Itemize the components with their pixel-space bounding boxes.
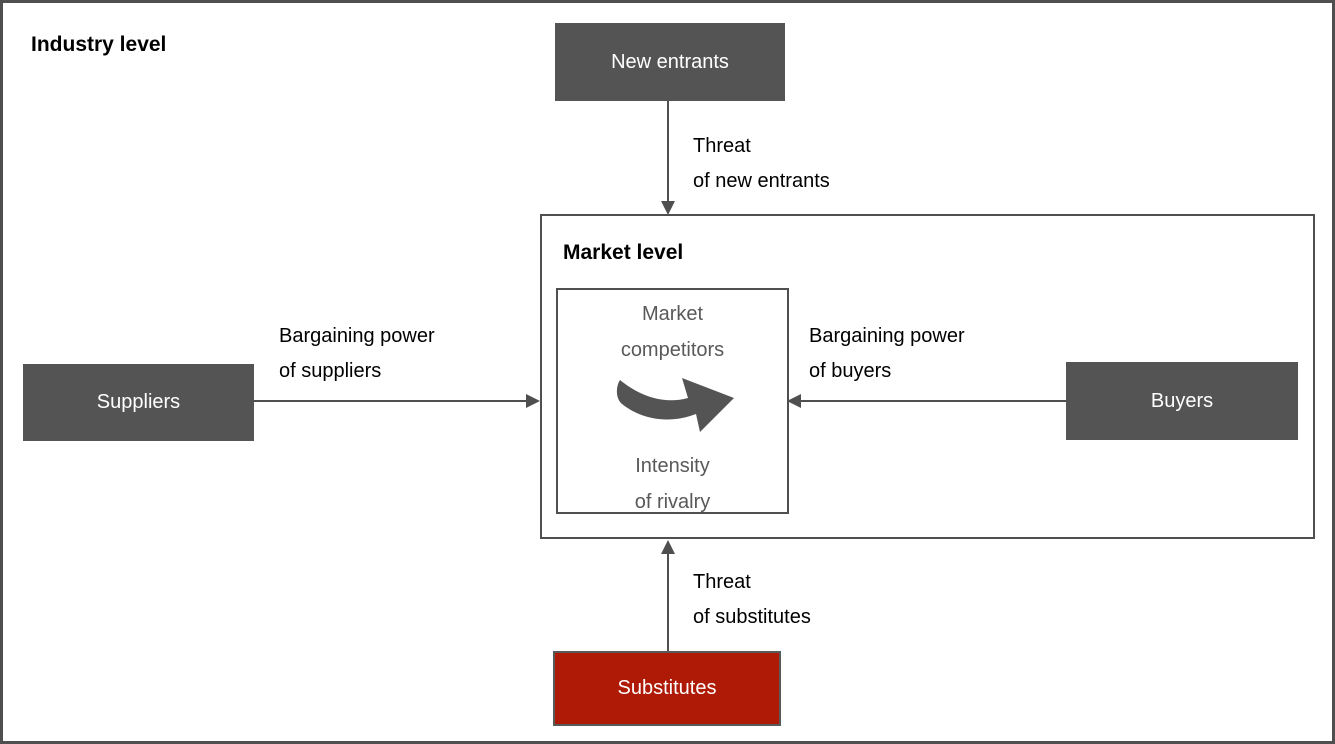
threat-of-new-entrants-label: Threat of new entrants [693, 135, 830, 192]
arrow-line [667, 554, 669, 651]
arrow-head-down-icon [661, 201, 675, 215]
substitutes-node-label: Substitutes [617, 677, 717, 699]
rivalry-curved-arrow-icon [616, 378, 734, 432]
suppliers-node-label: Suppliers [96, 391, 181, 413]
new-entrants-node: New entrants [555, 23, 785, 101]
intensity-of-rivalry-label: Intensity of rivalry [634, 455, 711, 513]
buyers-node: Buyers [1066, 362, 1298, 440]
arrow-line [667, 101, 669, 201]
buyers-node-label: Buyers [1150, 389, 1214, 412]
market-competitors-label: Market competitors [620, 303, 725, 361]
suppliers-node: Suppliers [23, 364, 254, 441]
arrow-head-up-icon [661, 540, 675, 554]
new-entrants-node-label: New entrants [611, 50, 729, 73]
arrow-head-left-icon [787, 394, 801, 408]
market-competitors-box: Market competitors Intensity of rivalry [556, 288, 789, 514]
threat-of-substitutes-label: Threat of substitutes [693, 571, 811, 628]
arrow-head-right-icon [526, 394, 540, 408]
arrow-line [801, 400, 1066, 402]
substitutes-node: Substitutes [553, 651, 781, 726]
bargaining-power-of-buyers-label: Bargaining power of buyers [809, 325, 965, 382]
market-level-frame [540, 214, 1315, 539]
arrow-line [254, 400, 526, 402]
bargaining-power-of-suppliers-label: Bargaining power of suppliers [279, 325, 435, 382]
industry-level-label: Industry level [31, 33, 167, 56]
market-level-label: Market level [563, 241, 684, 264]
